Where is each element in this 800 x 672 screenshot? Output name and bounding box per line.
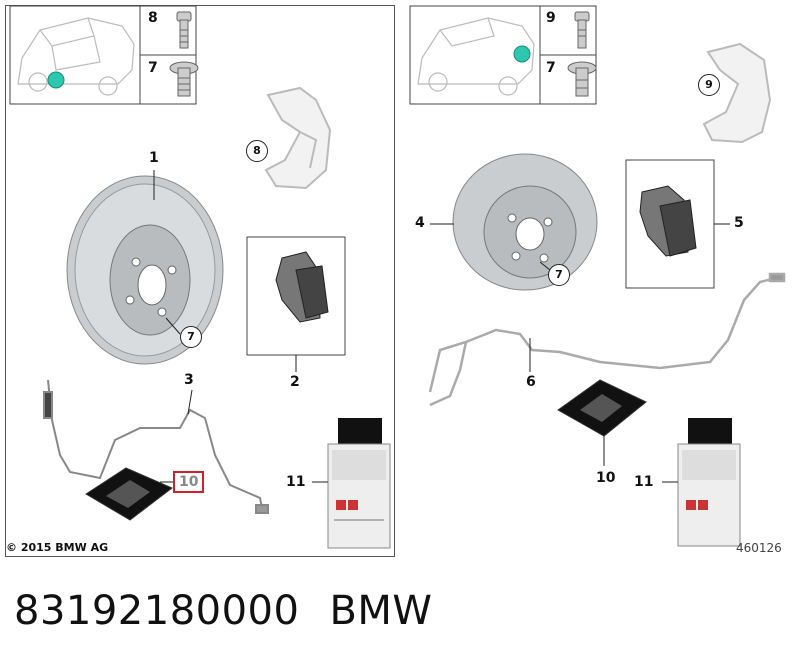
part-number: 83192180000 [14, 588, 300, 634]
right-car-sketch-icon [417, 17, 535, 96]
left-screw-icon [169, 61, 199, 97]
left-brake-disc-icon [66, 175, 224, 365]
left-bolt-icon [176, 11, 192, 49]
right-brake-disc-icon [452, 153, 598, 291]
right-grease-pouch-icon [557, 379, 647, 437]
right-spray-can-icon [677, 418, 741, 547]
right-bolt-icon [574, 11, 590, 49]
left-position-marker-icon [47, 71, 65, 89]
left-spray-can-icon [327, 418, 391, 549]
left-wear-sensor-icon [43, 379, 269, 514]
callout-left-spray: 11 [286, 474, 306, 490]
callout-right-pouch: 10 [596, 470, 616, 486]
left-brake-pads-icon [275, 251, 329, 323]
callout-right-caliper: 9 [698, 74, 720, 96]
callout-left-pouch-highlighted: 10 [173, 471, 205, 493]
callout-left-screw-b: 7 [148, 60, 158, 76]
callout-left-caliper: 8 [246, 140, 268, 162]
part-footer: 83192180000 BMW [14, 588, 462, 634]
callout-right-spray: 11 [634, 474, 654, 490]
callout-right-disc: 4 [415, 215, 425, 231]
callout-left-pads: 2 [290, 374, 300, 390]
callout-left-disc-screw: 7 [180, 326, 202, 348]
callout-right-pads: 5 [734, 215, 744, 231]
left-car-sketch-icon [17, 17, 135, 96]
diagram-number: 460126 [736, 541, 782, 555]
callout-right-screw-a: 9 [546, 10, 556, 26]
callout-left-screw-a: 8 [148, 10, 158, 26]
right-position-marker-icon [513, 45, 531, 63]
right-screw-icon [567, 61, 597, 97]
left-grease-pouch-icon [85, 467, 173, 521]
callout-left-disc: 1 [149, 150, 159, 166]
copyright-text: © 2015 BMW AG [6, 541, 109, 554]
right-wear-sensor-icon [428, 272, 786, 407]
right-caliper-carrier-icon [702, 42, 772, 144]
callout-right-screw-b: 7 [546, 60, 556, 76]
callout-right-disc-screw: 7 [548, 264, 570, 286]
right-brake-pads-icon [639, 185, 697, 257]
callout-right-sensor: 6 [526, 374, 536, 390]
left-caliper-carrier-icon [264, 86, 332, 190]
brand-name: BMW [329, 588, 433, 634]
callout-left-sensor: 3 [184, 372, 194, 388]
